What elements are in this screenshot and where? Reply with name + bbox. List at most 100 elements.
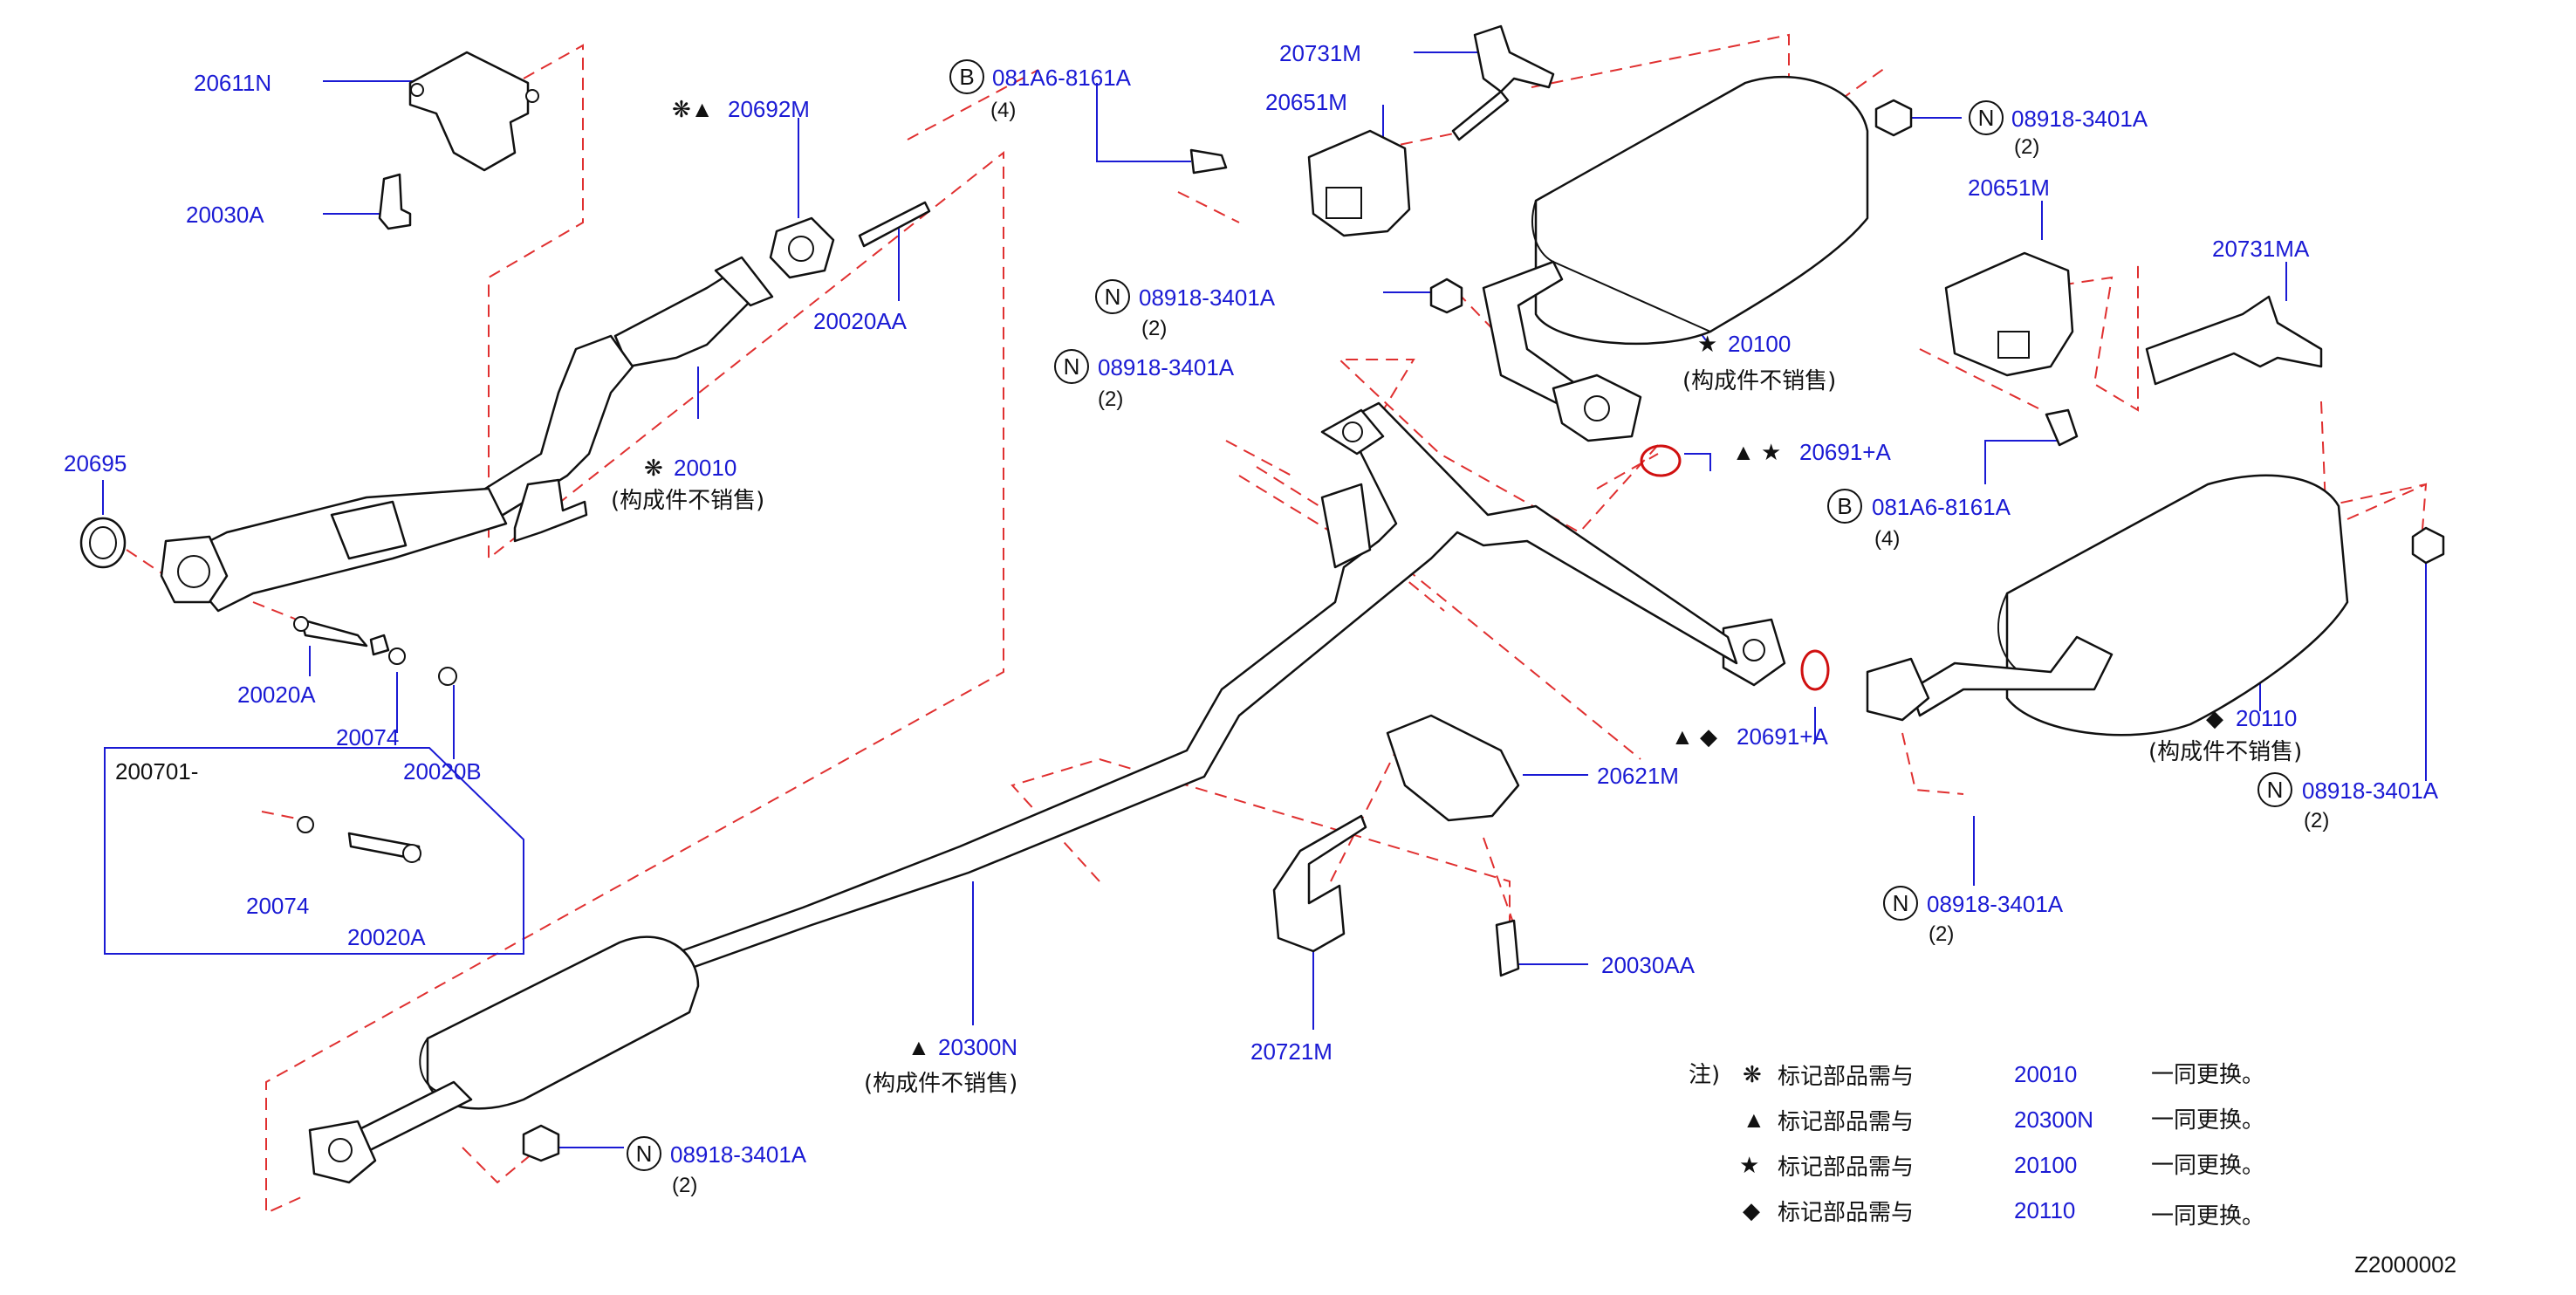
note-20300n: (构成件不销售) [864, 1071, 1017, 1097]
circle-n-2: N [1054, 349, 1089, 384]
label-bolt-081a6-right: 081A6-8161A [1872, 494, 2011, 520]
qty-nut-08918-4: (2) [2304, 809, 2329, 832]
label-20651m-top: 20651M [1265, 89, 1347, 115]
label-20692m: 20692M [728, 96, 810, 122]
note-row-text: 标记部品需与 [1778, 1200, 1914, 1226]
label-20691a-lower: 20691+A [1737, 723, 1828, 750]
qty-nut-08918-5: (2) [1929, 922, 1954, 946]
label-20695: 20695 [64, 450, 127, 476]
note-row-text: 标记部品需与 [1778, 1064, 1914, 1090]
insulator-20651m-right [1944, 251, 2074, 377]
symbol-20100: ★ [1697, 331, 1717, 357]
part-labels: 20611N 20030A ❋▲ 20692M 20020AA ❋ 20010 … [64, 40, 2439, 1197]
circle-b-top: B [949, 59, 984, 94]
center-pipe-20300n [679, 401, 1738, 970]
label-20020a-1: 20020A [237, 682, 316, 708]
note-row-suffix: 一同更换。 [2151, 1153, 2264, 1179]
circle-n-4: N [2257, 772, 2292, 807]
bracket-20611n [408, 51, 530, 172]
label-20020a-2: 20020A [347, 924, 426, 950]
label-nut-08918-2: 08918-3401A [1098, 354, 1235, 380]
note-row-symbol: ❋ [1743, 1061, 1762, 1087]
insulator-20621m [1386, 714, 1520, 822]
svg-text:B: B [959, 64, 974, 90]
note-row-part: 20300N [2014, 1107, 2093, 1133]
note-row-symbol: ★ [1739, 1152, 1759, 1178]
circle-n-6: N [627, 1136, 661, 1171]
label-20621m: 20621M [1597, 763, 1679, 789]
note-row-2: ▲ 标记部品需与 20300N 一同更换。 [1743, 1107, 2264, 1135]
hanger-20731m [1473, 24, 1555, 93]
svg-text:B: B [1837, 493, 1852, 519]
muffler-20110 [2005, 474, 2349, 737]
symbol-20692m: ❋▲ [672, 96, 714, 122]
label-20721m: 20721M [1250, 1038, 1333, 1065]
diagram-code: Z2000002 [2354, 1251, 2456, 1278]
hanger-20721m [1272, 814, 1367, 953]
note-row-symbol: ▲ [1743, 1107, 1765, 1133]
label-20030a: 20030A [186, 202, 264, 228]
circle-n-5: N [1883, 886, 1918, 921]
note-row-text: 标记部品需与 [1778, 1109, 1914, 1135]
label-20020aa: 20020AA [813, 308, 908, 334]
label-bolt-081a6-top: 081A6-8161A [992, 65, 1132, 91]
label-20074-1: 20074 [336, 724, 399, 750]
note-row-suffix: 一同更换。 [2151, 1107, 2264, 1134]
label-nut-08918-5: 08918-3401A [1927, 891, 2064, 917]
symbol-20010: ❋ [644, 455, 663, 481]
replacement-notes: 注) ❋ 标记部品需与 20010 一同更换。 ▲ 标记部品需与 20300N … [1689, 1061, 2264, 1230]
symbol-20691a-lower: ▲ ◆ [1671, 723, 1717, 750]
symbol-20691a-upper: ▲ ★ [1732, 439, 1781, 465]
qty-nut-08918-3: (2) [2014, 135, 2039, 159]
label-20030aa: 20030AA [1601, 952, 1696, 978]
muffler-20100 [1534, 75, 1869, 346]
notes-prefix: 注) [1689, 1062, 1720, 1088]
circle-n-1: N [1095, 279, 1130, 314]
resonator [426, 935, 700, 1110]
svg-text:N: N [2267, 777, 2284, 803]
label-nut-08918-1: 08918-3401A [1139, 284, 1276, 311]
note-20010: (构成件不销售) [611, 488, 764, 514]
note-row-symbol: ◆ [1743, 1197, 1760, 1223]
label-20300n: 20300N [938, 1034, 1017, 1060]
label-20020b: 20020B [403, 758, 482, 785]
note-row-suffix: 一同更换。 [2151, 1203, 2264, 1230]
svg-text:N: N [1978, 105, 1995, 131]
ring-20691a-lower [1800, 649, 1830, 691]
label-20611n: 20611N [194, 70, 271, 96]
label-nut-08918-3: 08918-3401A [2011, 106, 2148, 132]
note-row-4: ◆ 标记部品需与 20110 一同更换。 [1743, 1197, 2264, 1230]
svg-text:N: N [1064, 353, 1080, 380]
svg-text:N: N [1105, 284, 1121, 310]
note-row-part: 20110 [2014, 1197, 2075, 1223]
circle-n-3: N [1969, 100, 2004, 135]
label-nut-08918-6: 08918-3401A [670, 1141, 807, 1168]
svg-text:N: N [1893, 890, 1909, 916]
circle-b-right: B [1827, 489, 1862, 524]
qty-nut-08918-6: (2) [672, 1174, 697, 1197]
note-row-suffix: 一同更换。 [2151, 1062, 2264, 1088]
note-row-part: 20100 [2014, 1152, 2077, 1178]
svg-text:N: N [636, 1141, 653, 1167]
detail-box-200701 [104, 747, 524, 955]
detail-box-title: 200701- [115, 758, 198, 785]
note-20100: (构成件不销售) [1682, 368, 1836, 394]
label-20074-2: 20074 [246, 893, 309, 919]
label-20731m: 20731M [1279, 40, 1361, 66]
note-row-part: 20010 [2014, 1061, 2077, 1087]
note-20110: (构成件不销售) [2148, 739, 2302, 765]
note-row-1: ❋ 标记部品需与 20010 一同更换。 [1743, 1061, 2264, 1090]
qty-bolt-081a6-right: (4) [1874, 527, 1900, 551]
qty-nut-08918-2: (2) [1098, 387, 1123, 411]
qty-bolt-081a6-top: (4) [990, 99, 1016, 122]
circle-markers: B N N N B N N N [627, 59, 2292, 1171]
ring-20691a-upper [1640, 444, 1682, 477]
hanger-20731ma [2145, 295, 2323, 386]
label-20691a-upper: 20691+A [1799, 439, 1891, 465]
note-row-3: ★ 标记部品需与 20100 一同更换。 [1739, 1152, 2264, 1181]
label-20100: 20100 [1728, 331, 1791, 357]
parts [79, 24, 2445, 1184]
label-nut-08918-4: 08918-3401A [2302, 778, 2439, 804]
catalytic-converter-20010 [613, 264, 752, 368]
